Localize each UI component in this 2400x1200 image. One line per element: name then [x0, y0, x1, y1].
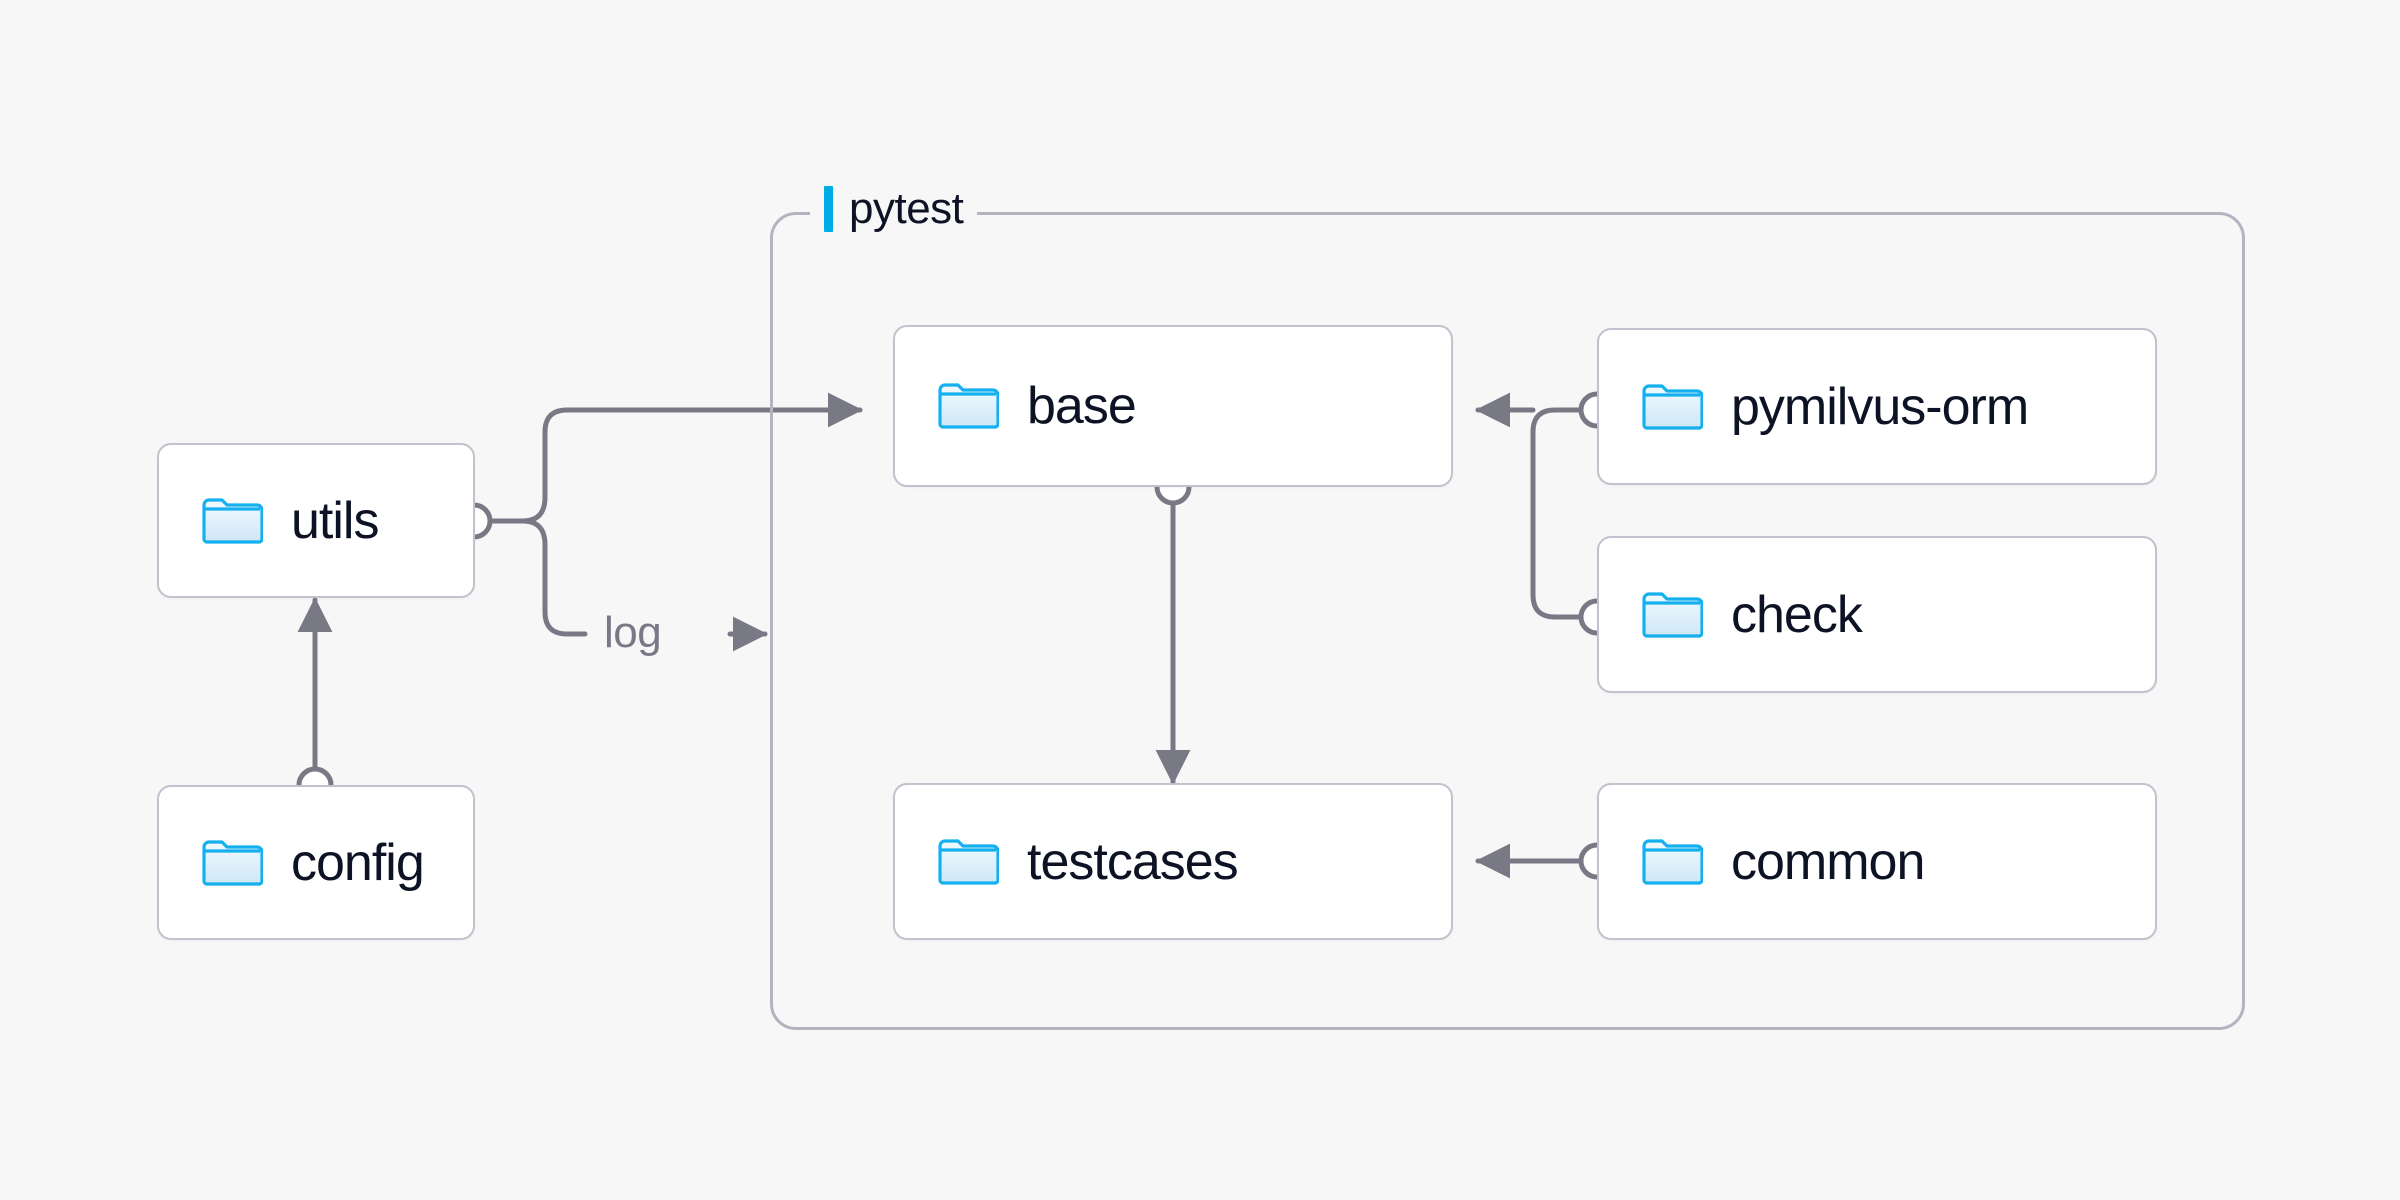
node-label: check	[1731, 585, 1863, 644]
node-label: utils	[291, 491, 379, 550]
node-check[interactable]: check	[1597, 536, 2157, 693]
folder-icon	[202, 497, 263, 544]
node-label: base	[1027, 377, 1137, 435]
folder-icon	[1642, 383, 1703, 430]
folder-icon	[1642, 591, 1703, 638]
node-label: common	[1731, 832, 1925, 891]
node-config[interactable]: config	[157, 785, 475, 940]
node-label: testcases	[1027, 832, 1239, 891]
edge-utils-to-base	[520, 392, 863, 524]
edge-utils-to-log	[520, 518, 588, 637]
group-pytest-label: pytest	[810, 180, 978, 238]
folder-icon	[938, 838, 999, 885]
node-label: config	[291, 833, 425, 892]
folder-icon	[1642, 838, 1703, 885]
node-pymilvus-orm[interactable]: pymilvus-orm	[1597, 328, 2157, 485]
node-testcases[interactable]: testcases	[893, 783, 1453, 940]
group-title: pytest	[849, 184, 964, 233]
edge-pymilvus-to-base	[1530, 407, 1581, 620]
node-utils[interactable]: utils	[157, 443, 475, 598]
group-pytest[interactable]	[770, 212, 2245, 1030]
node-label: pymilvus-orm	[1731, 377, 2029, 436]
group-accent-bar	[824, 186, 833, 232]
edge-label-log: log	[604, 608, 662, 657]
folder-icon	[938, 383, 999, 429]
folder-icon	[202, 839, 263, 886]
node-common[interactable]: common	[1597, 783, 2157, 940]
node-base[interactable]: base	[893, 325, 1453, 487]
